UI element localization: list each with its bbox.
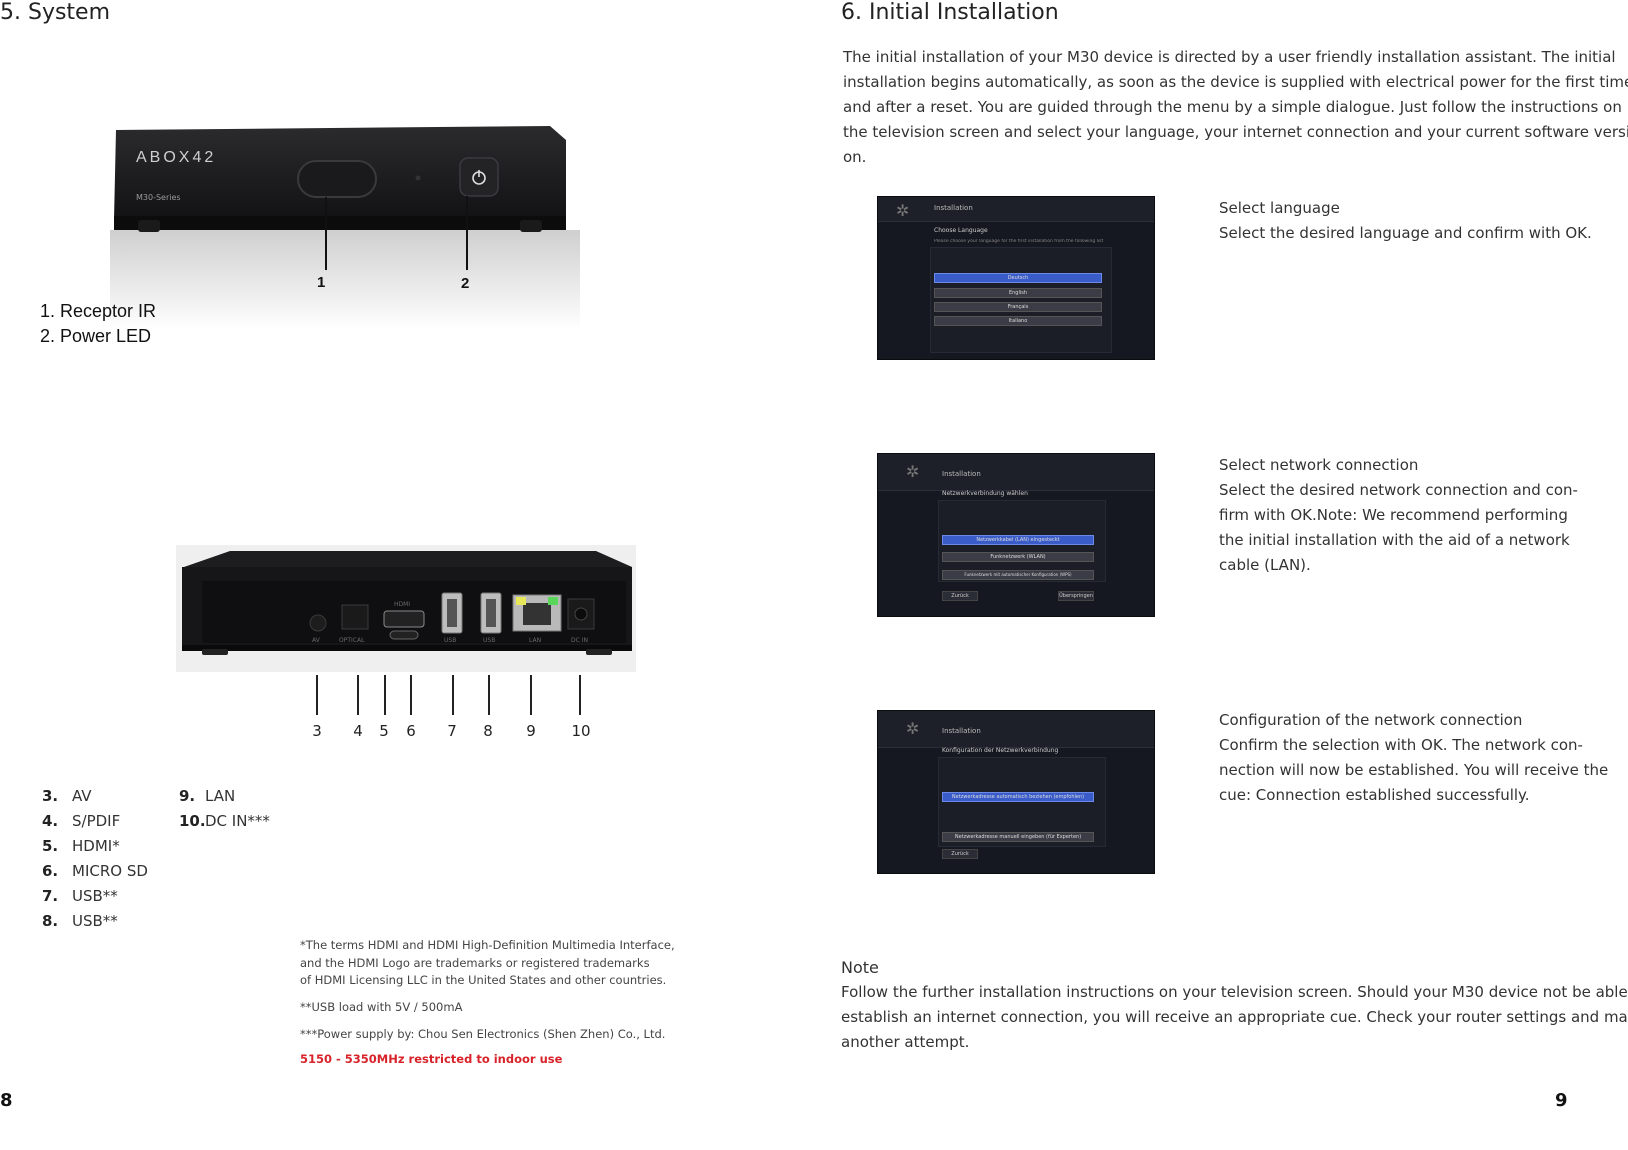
intro-paragraph: The initial installation of your M30 dev… xyxy=(843,48,1628,166)
port-number-3: 3 xyxy=(312,722,322,740)
port-leader-4 xyxy=(357,675,359,715)
step-heading: Select network connection xyxy=(1219,456,1419,474)
screen-titlebar xyxy=(878,454,1154,491)
port-legend-item: 7.USB** xyxy=(42,887,118,905)
screen-window-title: Installation xyxy=(934,204,973,212)
port-leader-3 xyxy=(316,675,318,715)
step-select-language: Select language Select the desired langu… xyxy=(1219,196,1592,246)
screen-heading: Choose Language xyxy=(934,227,988,234)
screen-heading: Konfiguration der Netzwerkverbindung xyxy=(942,747,1059,754)
port-label-hdmi: HDMI xyxy=(394,601,411,608)
screen-back-button: Zurück xyxy=(942,849,978,859)
port-legend-item: 9.LAN xyxy=(179,787,236,805)
gear-icon: ✲ xyxy=(906,462,920,481)
port-label-av: AV xyxy=(312,637,320,644)
screen-option: Français xyxy=(934,302,1102,312)
port-number-6: 6 xyxy=(406,722,416,740)
screen-option: English xyxy=(934,288,1102,298)
port-legend-item: 5.HDMI* xyxy=(42,837,120,855)
footnote-usb: **USB load with 5V / 500mA xyxy=(300,1000,463,1014)
device-back-image: AV OPTICAL HDMI USB USB LAN DC IN xyxy=(176,545,636,672)
screen-skip-button: Überspringen xyxy=(1058,591,1094,601)
screen-option-selected: Netzwerkadresse automatisch beziehen (em… xyxy=(942,792,1094,802)
step-select-network: Select network connection Select the des… xyxy=(1219,453,1578,578)
step-network-configuration: Configuration of the network connection … xyxy=(1219,708,1608,808)
gear-icon: ✲ xyxy=(896,201,910,220)
section-title-installation: 6. Initial Installation xyxy=(841,0,1059,25)
screen-option: Funknetzwerk (WLAN) xyxy=(942,552,1094,562)
port-legend-item: 6.MICRO SD xyxy=(42,862,148,880)
port-leader-5 xyxy=(384,675,386,715)
port-label-usb-2: USB xyxy=(483,637,496,644)
device-back-illustration xyxy=(176,545,636,672)
port-number-10: 10 xyxy=(571,722,591,740)
screen-option: Funknetzwerk mit automatischer Konfigura… xyxy=(942,570,1094,580)
front-legend-item-2: 2. Power LED xyxy=(40,326,152,346)
note-heading: Note xyxy=(841,958,879,977)
callout-2: 2 xyxy=(461,275,470,292)
screenshot-network-configuration: ✲ Installation Konfiguration der Netzwer… xyxy=(877,710,1155,874)
screen-panel xyxy=(930,247,1112,353)
device-front-image: ABOX42 M30-Series xyxy=(110,120,580,330)
device-front-illustration xyxy=(110,126,580,330)
port-legend-left: 3.AV 4.S/PDIF 5.HDMI* 6.MICRO SD 7.USB**… xyxy=(42,784,148,934)
port-number-5: 5 xyxy=(379,722,389,740)
screen-option-selected: Deutsch xyxy=(934,273,1102,283)
screen-subtitle: Please choose your language for the firs… xyxy=(934,239,1104,244)
screen-option: Italiano xyxy=(934,316,1102,326)
port-legend-item: 3.AV xyxy=(42,787,92,805)
screen-titlebar xyxy=(878,711,1154,748)
port-legend-item: 8.USB** xyxy=(42,912,118,930)
port-number-4: 4 xyxy=(353,722,363,740)
port-leader-7 xyxy=(452,675,454,715)
port-leader-6 xyxy=(410,675,412,715)
footnote-power: ***Power supply by: Chou Sen Electronics… xyxy=(300,1027,666,1041)
step-heading: Select language xyxy=(1219,199,1340,217)
screen-option: Netzwerkadresse manuell eingeben (für Ex… xyxy=(942,832,1094,842)
port-label-lan: LAN xyxy=(529,637,542,644)
port-legend-right: 9.LAN 10.DC IN*** xyxy=(179,784,270,834)
port-leader-8 xyxy=(488,675,490,715)
port-leader-10 xyxy=(579,675,581,715)
port-label-optical: OPTICAL xyxy=(339,637,365,644)
port-leader-9 xyxy=(530,675,532,715)
page-number-left: 8 xyxy=(0,1090,13,1111)
screen-back-button: Zurück xyxy=(942,591,978,601)
port-label-usb-1: USB xyxy=(444,637,457,644)
section-title-system: 5. System xyxy=(0,0,111,25)
port-number-9: 9 xyxy=(526,722,536,740)
screen-titlebar xyxy=(878,197,1154,222)
front-legend-item-1: 1. Receptor IR xyxy=(40,301,157,321)
page-number-right: 9 xyxy=(1555,1090,1568,1111)
screen-heading: Netzwerkverbindung wählen xyxy=(942,490,1028,497)
port-number-7: 7 xyxy=(447,722,457,740)
port-number-8: 8 xyxy=(483,722,493,740)
note-paragraph: Follow the further installation instruct… xyxy=(841,983,1628,1051)
brand-logo: ABOX42 xyxy=(136,149,217,166)
port-legend-item: 10.DC IN*** xyxy=(179,812,270,830)
step-heading: Configuration of the network connection xyxy=(1219,711,1523,729)
screenshot-select-network: ✲ Installation Netzwerkverbindung wählen… xyxy=(877,453,1155,617)
footnote-hdmi: *The terms HDMI and HDMI High-Definition… xyxy=(300,938,675,987)
gear-icon: ✲ xyxy=(906,719,920,738)
callout-1: 1 xyxy=(317,274,326,291)
series-label: M30-Series xyxy=(136,193,181,202)
screenshot-select-language: ✲ Installation Choose Language Please ch… xyxy=(877,196,1155,360)
port-label-dc-in: DC IN xyxy=(571,637,588,644)
frequency-restriction: 5150 - 5350MHz restricted to indoor use xyxy=(300,1052,563,1066)
screen-window-title: Installation xyxy=(942,727,981,735)
port-legend-item: 4.S/PDIF xyxy=(42,812,121,830)
screen-window-title: Installation xyxy=(942,470,981,478)
screen-option-selected: Netzwerkkabel (LAN) eingesteckt xyxy=(942,535,1094,545)
